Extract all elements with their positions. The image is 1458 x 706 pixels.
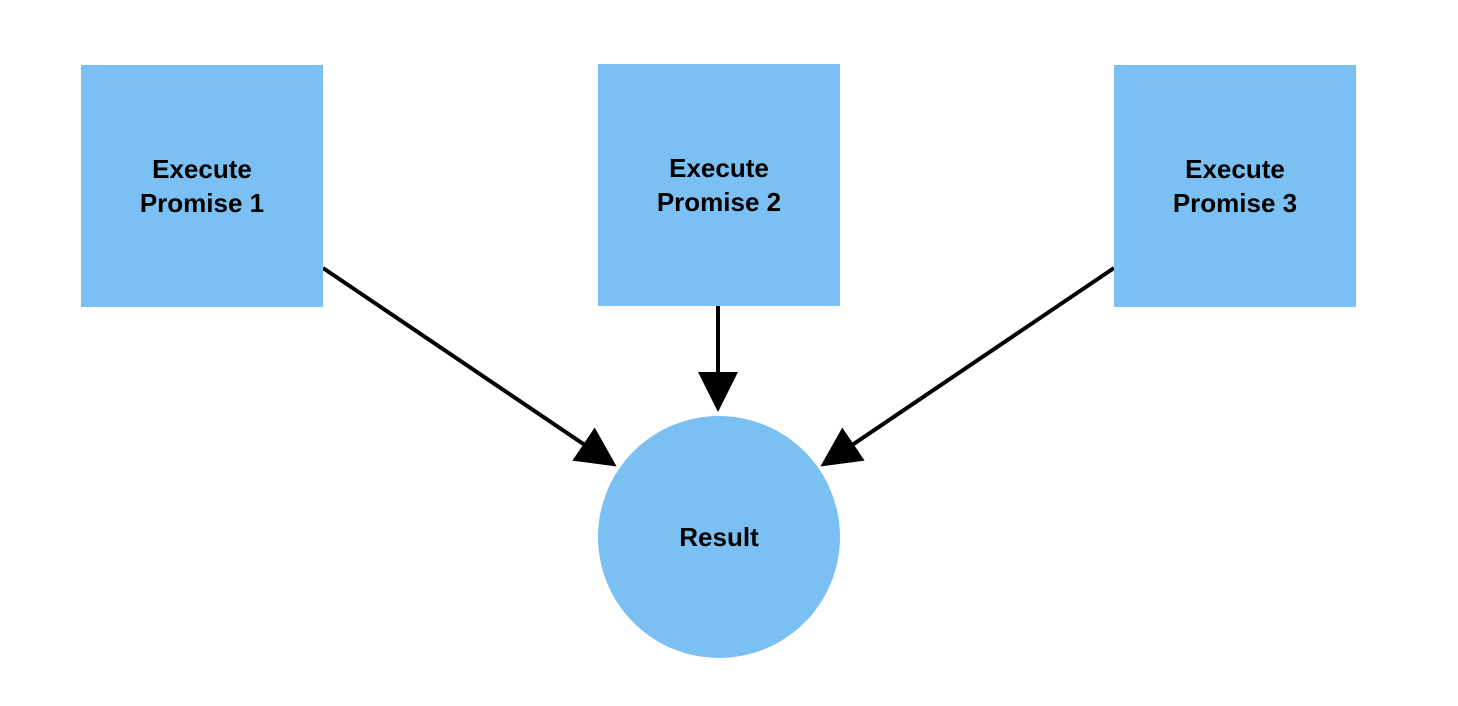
node-label-line: Promise 3 (1172, 188, 1298, 218)
node-label-line: Execute (669, 153, 769, 183)
node-execute-promise-3: Execute Promise 3 (1114, 65, 1356, 307)
node-execute-promise-1: Execute Promise 1 (81, 65, 323, 307)
node-label-line: Promise 1 (139, 188, 265, 218)
edge-promise-3-to-result (820, 266, 1116, 467)
node-result: Result (598, 416, 840, 658)
node-label-line: Promise 2 (656, 187, 782, 217)
node-execute-promise-2: Execute Promise 2 (598, 64, 840, 306)
edge-promise-1-to-result (321, 266, 617, 467)
node-label-line: Execute (152, 154, 252, 184)
node-label-line: Execute (1185, 154, 1285, 184)
node-label-line: Result (679, 521, 759, 552)
